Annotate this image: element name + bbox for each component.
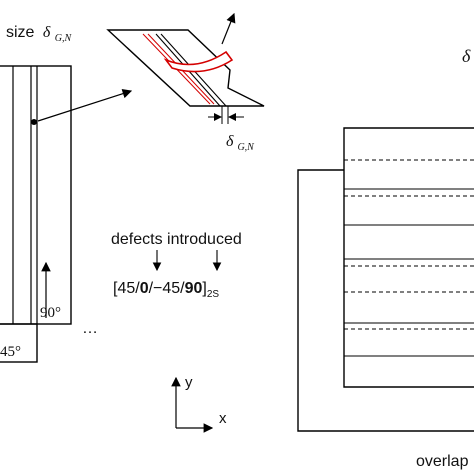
lift-arrow [221,12,236,45]
zoom-leader-arrow [37,89,133,122]
defects-introduced-label: defects introduced [111,231,242,248]
angle-90-label: 90° [40,305,61,321]
angle-45-label: 45° [0,344,21,360]
left-ply [0,65,72,325]
gap-size-label: size δ G,N [6,24,73,44]
overlap-label: overlap [416,453,469,470]
gap-detail [106,12,265,124]
axis-x-label: x [219,410,227,427]
defect-marker-dot [31,119,37,125]
ellipsis-label: … [82,320,98,337]
ply-45-box [0,323,38,363]
delta-partial-label: δ [462,46,471,66]
layup-label: [45/0/−45/90]2S [113,280,219,300]
lifted-tow [163,50,234,73]
axes [171,376,214,433]
axis-y-label: y [185,374,193,391]
stacked-plies [297,127,474,432]
gap-width-label: δ G,N [226,133,255,153]
